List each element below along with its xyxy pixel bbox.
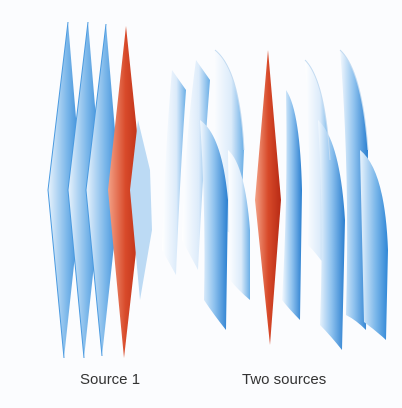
caption-source-1: Source 1 (80, 371, 140, 388)
caption-two-sources: Two sources (242, 371, 326, 388)
